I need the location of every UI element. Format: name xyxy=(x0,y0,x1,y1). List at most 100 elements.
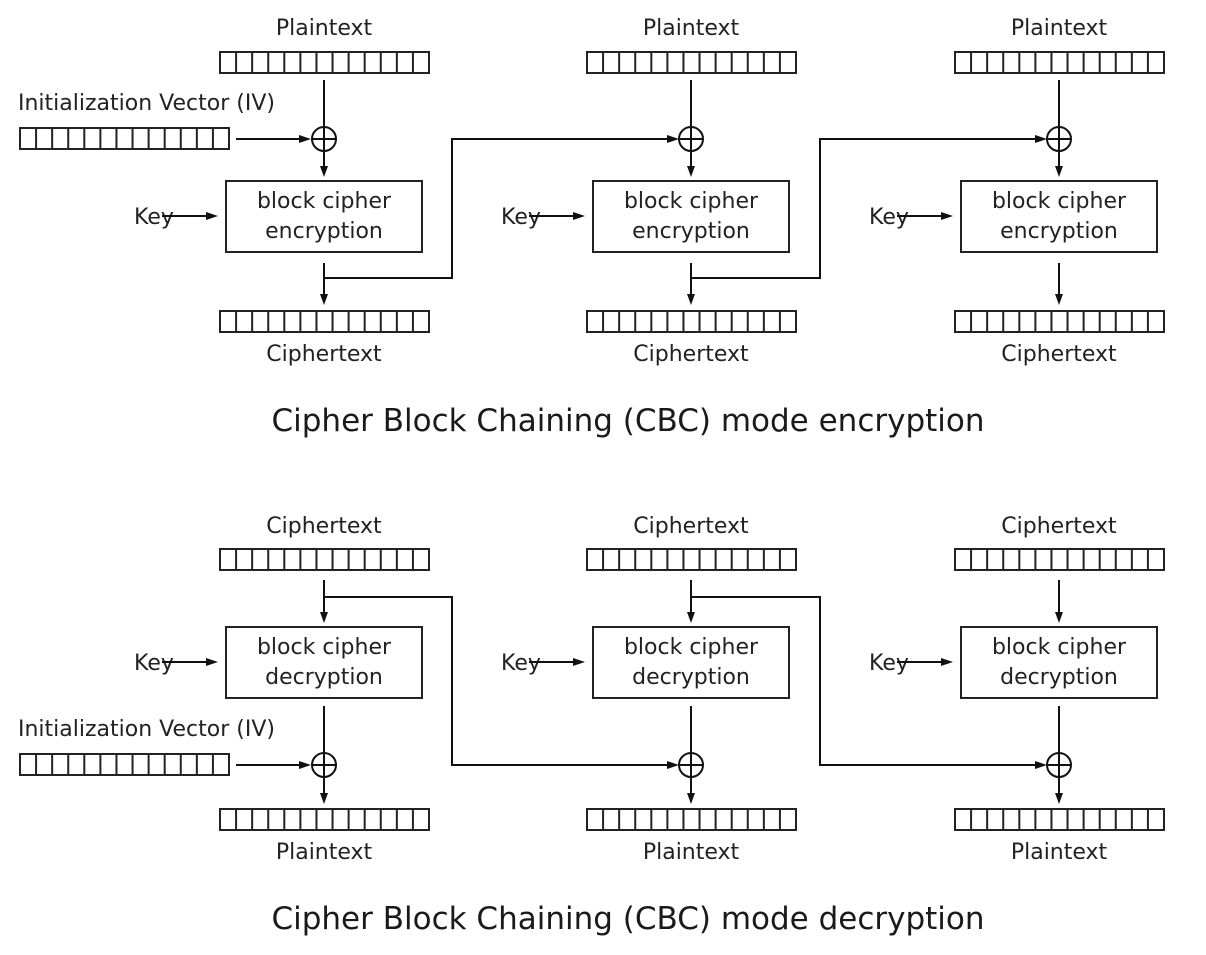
cipher-box-frame xyxy=(592,626,790,699)
key-label: Key xyxy=(501,205,541,230)
cipher-label-line1: block cipher xyxy=(257,189,392,214)
key-label: Key xyxy=(501,651,541,676)
arrowhead-right-icon xyxy=(206,658,218,666)
ciphertext-register xyxy=(219,310,430,333)
arrowhead-down-icon xyxy=(1055,294,1063,305)
ciphertext-to-cipher-arrow xyxy=(320,580,328,623)
xor-node xyxy=(311,752,337,778)
cipher-label-line1: block cipher xyxy=(992,635,1127,660)
ciphertext-label: Ciphertext xyxy=(633,342,749,367)
plaintext-label: Plaintext xyxy=(1011,840,1108,865)
arrowhead-right-icon xyxy=(941,658,953,666)
plaintext-register xyxy=(219,51,430,74)
iv-register-frame xyxy=(19,753,230,776)
cipher-label-line1: block cipher xyxy=(624,189,759,214)
chain-arrow-2-to-3 xyxy=(1035,135,1047,143)
plaintext-label: Plaintext xyxy=(643,16,740,41)
arrowhead-down-icon xyxy=(320,166,328,177)
xor-to-cipher-arrow xyxy=(1055,151,1063,177)
plaintext-label: Plaintext xyxy=(276,840,373,865)
xor-node xyxy=(1046,126,1072,152)
cipher-label-line1: block cipher xyxy=(624,635,759,660)
xor-node xyxy=(678,126,704,152)
encryption-block-1: Plaintext block cipher encryption KeyCipher… xyxy=(134,16,430,367)
chain-line-1-to-2 xyxy=(324,138,670,279)
xor-to-cipher-arrow xyxy=(687,151,695,177)
ciphertext-label: Ciphertext xyxy=(1001,342,1117,367)
xor-node xyxy=(1046,752,1072,778)
xor-node xyxy=(678,752,704,778)
arrowhead-down-icon xyxy=(687,166,695,177)
cipher-to-ciphertext-arrow xyxy=(320,263,328,305)
key-label: Key xyxy=(134,205,174,230)
chain-arrow-2-to-3 xyxy=(1035,761,1047,769)
ciphertext-to-cipher-arrow xyxy=(687,580,695,623)
key-label: Key xyxy=(134,651,174,676)
ciphertext-register xyxy=(954,548,1165,571)
arrowhead-right-icon xyxy=(1035,761,1047,769)
plaintext-register-frame xyxy=(586,808,797,831)
arrowhead-down-icon xyxy=(1055,793,1063,804)
iv-to-xor-arrow xyxy=(236,135,311,143)
chain-line-1-to-2 xyxy=(324,596,670,766)
key-arrow xyxy=(897,658,953,666)
arrowhead-right-icon xyxy=(573,658,585,666)
plaintext-register-frame xyxy=(954,51,1165,74)
plaintext-register-frame xyxy=(586,51,797,74)
arrowhead-down-icon xyxy=(687,612,695,623)
cipher-box-frame xyxy=(592,180,790,253)
ciphertext-label: Ciphertext xyxy=(266,342,382,367)
plaintext-register xyxy=(586,808,797,831)
cipher-label-line2: encryption xyxy=(265,219,383,244)
ciphertext-label: Ciphertext xyxy=(266,514,382,539)
chain-line-2-to-3 xyxy=(691,596,1038,766)
iv-label: Initialization Vector (IV) xyxy=(18,717,275,742)
iv-register-frame xyxy=(19,127,230,150)
cipher-label-line1: block cipher xyxy=(992,189,1127,214)
arrowhead-right-icon xyxy=(1035,135,1047,143)
xor-to-cipher-arrow xyxy=(320,151,328,177)
arrowhead-down-icon xyxy=(687,793,695,804)
ciphertext-register-frame xyxy=(586,548,797,571)
chain-arrow-1-to-2 xyxy=(667,135,679,143)
key-label: Key xyxy=(869,651,909,676)
cipher-to-ciphertext-arrow xyxy=(1055,263,1063,305)
cipher-to-ciphertext-arrow xyxy=(687,263,695,305)
cipher-label-line2: encryption xyxy=(632,219,750,244)
plaintext-label: Plaintext xyxy=(1011,16,1108,41)
xor-node xyxy=(311,126,337,152)
ciphertext-register-frame xyxy=(219,548,430,571)
cipher-box-frame xyxy=(225,180,423,253)
arrowhead-down-icon xyxy=(320,612,328,623)
cipher-box-frame xyxy=(960,626,1158,699)
key-arrow xyxy=(529,658,585,666)
plaintext-label: Plaintext xyxy=(276,16,373,41)
block-cipher-encryption: block cipher encryption xyxy=(592,180,790,253)
ciphertext-to-cipher-arrow xyxy=(1055,580,1063,623)
plaintext-register xyxy=(954,808,1165,831)
key-arrow xyxy=(162,212,218,220)
cipher-label-line1: block cipher xyxy=(257,635,392,660)
arrowhead-right-icon xyxy=(299,135,311,143)
ciphertext-register-frame xyxy=(219,310,430,333)
plaintext-register-frame xyxy=(954,808,1165,831)
iv-register xyxy=(19,753,230,776)
ciphertext-register-frame xyxy=(954,310,1165,333)
ciphertext-label: Ciphertext xyxy=(1001,514,1117,539)
xor-to-plaintext-arrow xyxy=(687,777,695,804)
block-cipher-encryption: block cipher encryption xyxy=(960,180,1158,253)
plaintext-register-frame xyxy=(219,51,430,74)
block-cipher-encryption: block cipher encryption xyxy=(225,180,423,253)
ciphertext-register-frame xyxy=(954,548,1165,571)
arrowhead-right-icon xyxy=(573,212,585,220)
cipher-label-line2: encryption xyxy=(1000,219,1118,244)
iv-label: Initialization Vector (IV) xyxy=(18,91,275,116)
arrowhead-down-icon xyxy=(320,294,328,305)
plaintext-label: Plaintext xyxy=(643,840,740,865)
